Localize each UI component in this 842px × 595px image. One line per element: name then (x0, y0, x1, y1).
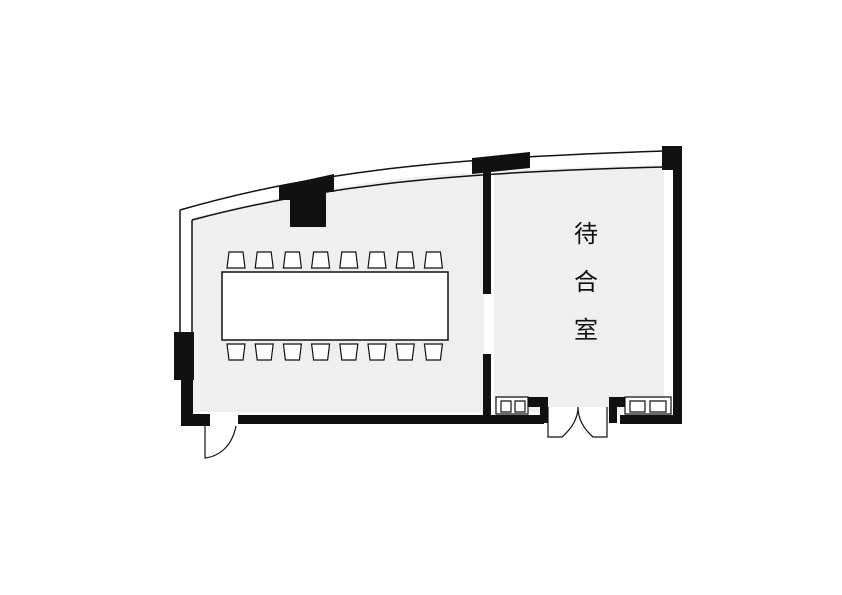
chair-bottom (310, 343, 331, 361)
chair-top (254, 251, 274, 269)
door-entrance-left (547, 406, 579, 438)
wall-bottom-right (620, 415, 682, 424)
glazing-outer-line (179, 150, 665, 211)
entrance-jamb-right-post (609, 397, 617, 423)
chairs (226, 251, 444, 361)
wall-right (673, 165, 682, 423)
wall-bottom-main (238, 415, 544, 424)
glazing-inner-line (191, 166, 665, 221)
column-top-middle (472, 152, 530, 174)
fixtures (495, 396, 672, 415)
chair-top (339, 251, 359, 269)
chair-top (395, 251, 415, 269)
waiting-room-label-char-1: 待 (574, 220, 598, 248)
chair-top (423, 251, 444, 269)
chair-bottom (226, 343, 246, 361)
exterior-glazing (179, 150, 665, 334)
chair-bottom (339, 343, 359, 361)
column-top-left (279, 174, 334, 227)
chair-bottom (254, 343, 274, 361)
entrance-jamb-left-post (540, 397, 548, 423)
fixture-left-inner (500, 400, 526, 413)
chair-bottom (282, 343, 303, 361)
waiting-room-label-char-3: 室 (574, 316, 598, 344)
entrance-jamb-left (528, 397, 546, 407)
waiting-room-label-char-2: 合 (574, 268, 598, 296)
chair-top (310, 251, 331, 269)
wall-bottom-left (190, 414, 210, 426)
chair-bottom (423, 343, 444, 361)
meeting-table (221, 271, 449, 341)
waiting-room-floor (494, 165, 664, 412)
door-left (204, 425, 237, 459)
chair-top (282, 251, 303, 269)
structural-walls (174, 146, 682, 426)
waiting-room-label: 待 合 室 (556, 210, 616, 354)
doors (204, 406, 608, 459)
door-entrance-right (577, 406, 608, 438)
chair-top (226, 251, 246, 269)
column-top-right (662, 146, 682, 170)
partition-upper (483, 172, 491, 294)
wall-left (181, 340, 193, 426)
glazing-left-end (179, 210, 193, 334)
chair-bottom (367, 343, 387, 361)
partition-lower (483, 354, 491, 422)
chair-bottom (395, 343, 415, 361)
chair-top (367, 251, 387, 269)
fixture-right-inner (629, 400, 667, 413)
